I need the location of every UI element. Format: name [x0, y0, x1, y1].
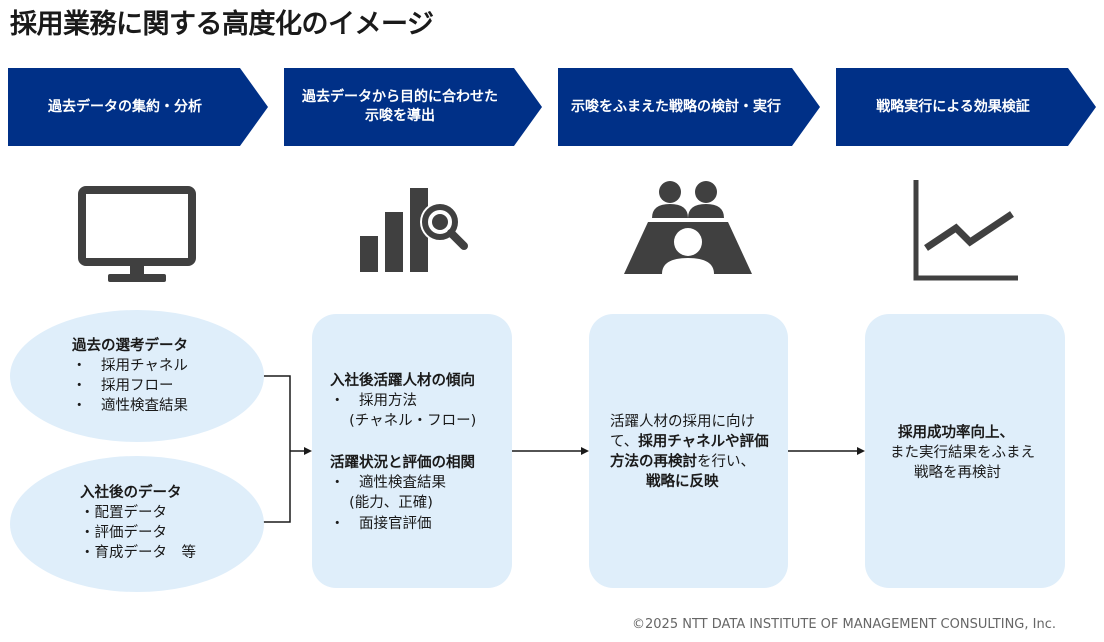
insights-heading-2: 活躍状況と評価の相関 [330, 455, 475, 471]
verify-box [865, 314, 1065, 588]
post-data-item: ・配置データ [80, 505, 167, 521]
past-data-item: ・ 適性検査結果 [72, 398, 188, 414]
insights-item: ・ 面接官評価 [330, 516, 432, 532]
strategy-emphasis: 採用チャネルや評価 [638, 434, 769, 450]
strategy-line-4: 戦略に反映 [646, 474, 719, 490]
step-4: 戦略実行による効果検証 [836, 68, 1096, 146]
step-4-label: 戦略実行による効果検証 [876, 98, 1030, 115]
insights-box [312, 314, 512, 588]
past-data-ellipse [10, 310, 264, 442]
past-data-item: ・ 採用フロー [72, 378, 174, 394]
bar-chart-magnifier-icon [360, 188, 468, 272]
step-2-label-line2: 示唆を導出 [365, 108, 435, 124]
post-data-item: ・評価データ [80, 525, 167, 541]
insights-item: ・ 採用方法 [330, 393, 417, 409]
verify-line-3: 戦略を再検討 [914, 465, 1001, 481]
step-1-label: 過去データの集約・分析 [48, 98, 202, 115]
post-data-heading: 入社後のデータ [80, 485, 182, 501]
line-chart-icon [913, 180, 1018, 281]
verify-line-2: また実行結果をふまえ [890, 445, 1035, 461]
step-3-label: 示唆をふまえた戦略の検討・実行 [571, 98, 781, 115]
insights-item: (能力、正確) [330, 495, 433, 511]
insights-heading-1: 入社後活躍人材の傾向 [330, 373, 475, 389]
page-title: 採用業務に関する高度化のイメージ [10, 9, 434, 40]
insights-item: ・ 適性検査結果 [330, 475, 446, 491]
monitor-icon [78, 186, 196, 282]
insights-item: (チャネル・フロー) [330, 413, 477, 429]
step-2: 過去データから目的に合わせた 示唆を導出 [284, 68, 542, 146]
meeting-icon [624, 181, 752, 274]
copyright-footer: ©2025 NTT DATA INSTITUTE OF MANAGEMENT C… [632, 617, 1056, 632]
step-2-label-line1: 過去データから目的に合わせた [302, 89, 498, 106]
past-data-heading: 過去の選考データ [72, 338, 188, 354]
strategy-line-3: 方法の再検討を行い、 [610, 454, 755, 470]
strategy-emphasis: 方法の再検討 [610, 454, 697, 470]
post-data-item: ・育成データ 等 [80, 545, 196, 561]
post-data-ellipse [10, 456, 264, 592]
step-3: 示唆をふまえた戦略の検討・実行 [558, 68, 820, 146]
verify-line-1: 採用成功率向上、 [898, 425, 1014, 441]
strategy-box [589, 314, 788, 588]
past-data-item: ・ 採用チャネル [72, 358, 188, 374]
strategy-line-1: 活躍人材の採用に向け [610, 414, 755, 430]
strategy-line-2: て、採用チャネルや評価 [610, 434, 769, 450]
step-1: 過去データの集約・分析 [8, 68, 268, 146]
